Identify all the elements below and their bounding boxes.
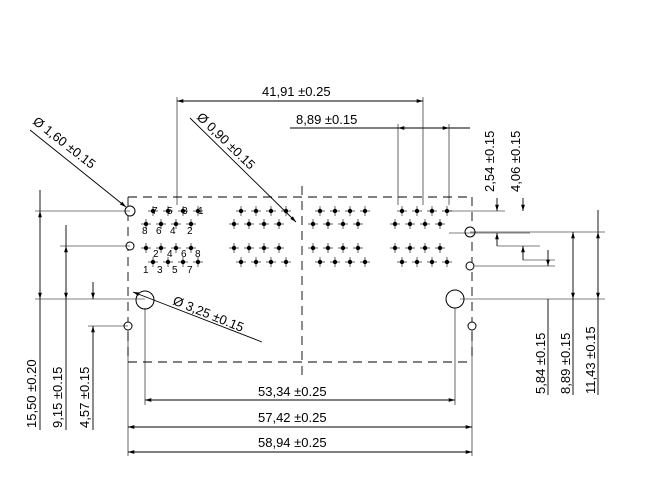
pin-label: 4 xyxy=(170,226,176,237)
dim-label: 53,34 ±0.25 xyxy=(258,384,327,399)
small-hole-mid-right xyxy=(465,261,475,271)
pin-label: 7 xyxy=(187,265,193,276)
dim-label: 41,91 ±0.25 xyxy=(262,84,331,99)
dim-label: 2,54 ±0.15 xyxy=(482,131,497,192)
small-hole-low-right xyxy=(467,321,477,331)
pin-labels: 8 6 4 2 7 5 3 1 1 3 5 7 2 4 6 8 xyxy=(142,206,204,276)
dim-top-width: 41,91 ±0.25 xyxy=(176,84,424,205)
pin-label: 1 xyxy=(143,265,149,276)
large-hole-left xyxy=(135,290,155,310)
pin-label: 6 xyxy=(156,226,162,237)
dim-pin-pitch: 8,89 ±0.15 xyxy=(290,112,470,205)
dim-label: Ø 0,90 ±0.15 xyxy=(194,109,258,172)
pin-label: 8 xyxy=(142,226,148,237)
dim-left-verticals: 15,50 ±0.20 9,15 ±0.15 4,57 ±0.15 xyxy=(24,190,145,430)
connector-outline xyxy=(127,186,473,380)
dim-label: 5,84 ±0.15 xyxy=(533,333,548,394)
pin-label: 7 xyxy=(152,206,158,217)
dim-label: 57,42 ±0.25 xyxy=(258,410,327,425)
dim-bottom-widths: 53,34 ±0.25 57,42 ±0.25 58,94 ±0.25 xyxy=(127,308,473,456)
pin-label: 4 xyxy=(167,249,173,260)
pin-label: 5 xyxy=(172,265,178,276)
pin-field xyxy=(141,206,452,267)
dim-small-hole: Ø 1,60 ±0.15 xyxy=(29,114,127,208)
dim-large-hole: Ø 3,25 ±0.15 xyxy=(132,291,263,343)
pin-label: 5 xyxy=(167,206,173,217)
dim-label: 8,89 ±0.15 xyxy=(558,333,573,394)
dim-label: 58,94 ±0.25 xyxy=(258,435,327,450)
pin-label: 1 xyxy=(198,206,204,217)
pin-label: 3 xyxy=(182,206,188,217)
dim-pin-dia: Ø 0,90 ±0.15 xyxy=(189,109,297,223)
dim-label: 4,06 ±0.15 xyxy=(508,131,523,192)
dim-label: 15,50 ±0.20 xyxy=(24,359,39,428)
dim-label: Ø 3,25 ±0.15 xyxy=(171,293,246,335)
dim-label: Ø 1,60 ±0.15 xyxy=(30,114,98,172)
pin-label: 3 xyxy=(157,265,163,276)
pin-label: 2 xyxy=(187,226,193,237)
pin-label: 6 xyxy=(181,249,187,260)
dim-label: 9,15 ±0.15 xyxy=(50,367,65,428)
pin-label: 8 xyxy=(195,249,201,260)
dim-label: 4,57 ±0.15 xyxy=(77,367,92,428)
dim-label: 11,43 ±0.15 xyxy=(583,326,598,394)
pin-label: 2 xyxy=(153,249,159,260)
dim-row-offsets: 2,54 ±0.15 4,06 ±0.15 xyxy=(449,131,555,261)
dim-right-verticals: 5,84 ±0.15 8,89 ±0.15 11,43 ±0.15 xyxy=(460,210,605,395)
dim-label: 8,89 ±0.15 xyxy=(296,112,357,127)
